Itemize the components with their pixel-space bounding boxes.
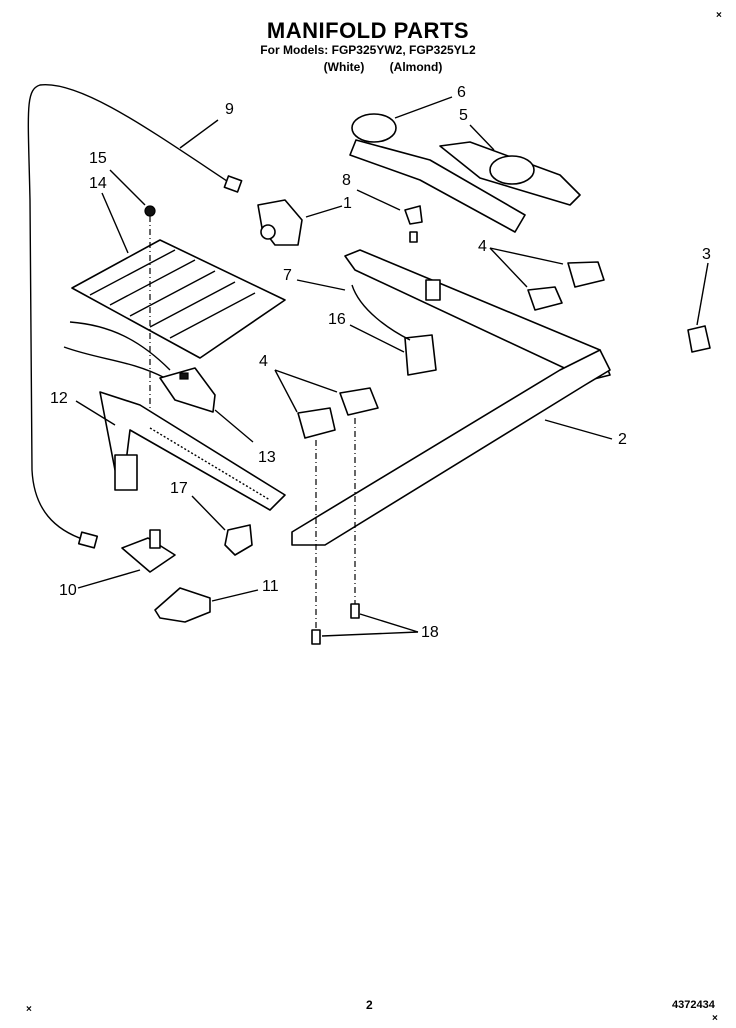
burner-orifice-12 bbox=[114, 454, 138, 491]
model-variants: (White) (Almond) bbox=[0, 60, 736, 74]
clip-8 bbox=[404, 205, 423, 225]
tube-fitting-bottom bbox=[77, 531, 99, 549]
igniter-13 bbox=[159, 367, 216, 413]
corner-mark-bottom-left: × bbox=[26, 1004, 32, 1015]
valve-4d bbox=[297, 407, 336, 439]
screw-8 bbox=[409, 231, 418, 243]
broiler-plate-14 bbox=[71, 239, 286, 359]
corner-mark-bottom-right: × bbox=[712, 1013, 718, 1024]
callout-7: 7 bbox=[283, 267, 292, 284]
callout-4-top: 4 bbox=[478, 238, 487, 255]
gas-tube-9 bbox=[27, 83, 234, 541]
manifold-rail-2 bbox=[291, 349, 611, 546]
document-number: 4372434 bbox=[672, 999, 715, 1011]
callout-8: 8 bbox=[342, 172, 351, 189]
igniter-module-16 bbox=[404, 334, 437, 376]
screw-18b bbox=[311, 629, 321, 645]
corner-mark-top-right: × bbox=[716, 10, 722, 21]
models-line: For Models: FGP325YW2, FGP325YL2 bbox=[260, 43, 476, 57]
callout-16: 16 bbox=[328, 311, 346, 328]
bracket-11 bbox=[154, 587, 211, 623]
callout-13: 13 bbox=[258, 449, 276, 466]
valve-4b bbox=[527, 286, 563, 311]
valve-4a bbox=[567, 261, 605, 288]
callout-1: 1 bbox=[343, 195, 352, 212]
callout-17: 17 bbox=[170, 480, 188, 497]
callout-11: 11 bbox=[262, 578, 279, 595]
callout-10: 10 bbox=[59, 582, 77, 599]
callout-3: 3 bbox=[702, 246, 711, 263]
burner-tube-6 bbox=[349, 139, 526, 233]
burner-5 bbox=[489, 155, 535, 185]
part-10 bbox=[121, 537, 176, 573]
callout-9: 9 bbox=[225, 101, 234, 118]
callout-12: 12 bbox=[50, 390, 68, 407]
manifold-pipe-7 bbox=[344, 249, 611, 381]
tube-fitting-top bbox=[223, 175, 243, 193]
callout-15: 15 bbox=[89, 150, 107, 167]
screw-18a bbox=[350, 603, 360, 619]
callout-6: 6 bbox=[457, 84, 466, 101]
callout-18: 18 bbox=[421, 624, 439, 641]
bracket-17 bbox=[224, 524, 253, 556]
variant-white: (White) bbox=[323, 60, 365, 74]
burner-6 bbox=[351, 113, 397, 143]
page-number: 2 bbox=[366, 998, 373, 1012]
washer-15 bbox=[144, 205, 156, 217]
valve-4c bbox=[339, 387, 379, 416]
callout-14: 14 bbox=[89, 175, 107, 192]
callout-2: 2 bbox=[618, 431, 627, 448]
page-title: MANIFOLD PARTS bbox=[266, 18, 470, 43]
variant-almond: (Almond) bbox=[389, 60, 443, 74]
part-3 bbox=[687, 325, 711, 353]
callout-5: 5 bbox=[459, 107, 468, 124]
callout-4-bottom: 4 bbox=[259, 353, 268, 370]
